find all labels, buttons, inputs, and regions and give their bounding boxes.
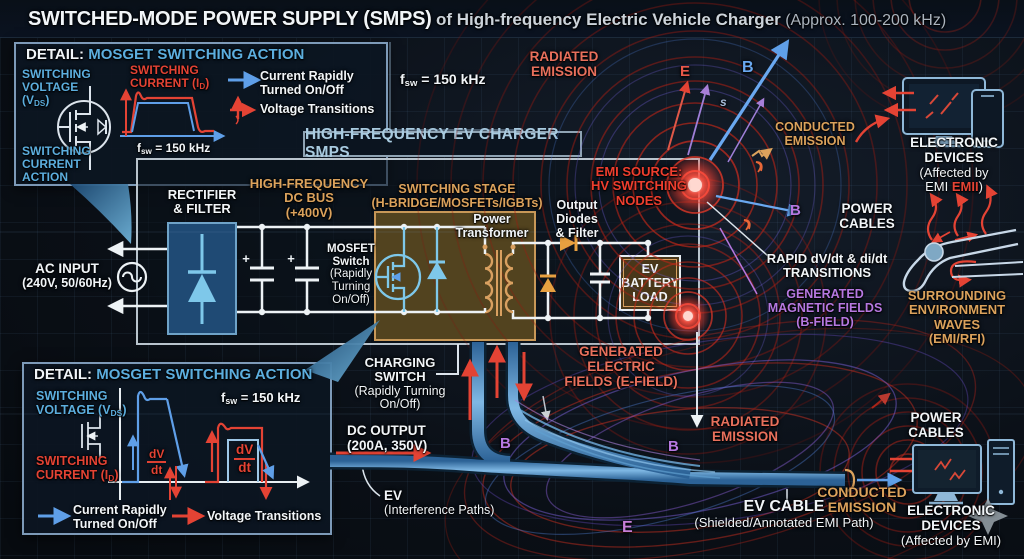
fsw-label-top: fsw = 150 kHz bbox=[137, 141, 211, 156]
page-title-main: SWITCHED-MODE POWER SUPPLY (SMPS) bbox=[28, 8, 432, 30]
switching-current-label-bottom: SWITCHING CURRENT (ID) bbox=[36, 454, 119, 483]
b-field-letter-cable-left: B bbox=[500, 435, 511, 452]
rfi-squiggle-arrows bbox=[926, 184, 998, 288]
switching-current-action-label: SWITCHING CURRENT ACTION bbox=[22, 144, 91, 185]
b-field-letter-cable-right: B bbox=[668, 438, 679, 455]
ev-label: EV (Interference Paths) bbox=[384, 488, 495, 517]
s-letter: s bbox=[720, 95, 727, 109]
ev-battery-line: BATTERY bbox=[621, 276, 679, 290]
ev-gun-icon bbox=[902, 228, 1024, 293]
b-field-letter-top: B bbox=[742, 59, 754, 76]
ev-battery-line: LOAD bbox=[632, 290, 668, 304]
legend-current-bottom: Current Rapidly Turned On/Off bbox=[73, 503, 167, 531]
rectifier-block bbox=[167, 222, 237, 335]
detail-bottom-header: DETAIL: MOSGET SWITCHING ACTION bbox=[34, 366, 313, 383]
legend-voltage-bottom: Voltage Transitions bbox=[207, 509, 322, 523]
monitor-icon-bottom bbox=[912, 444, 982, 505]
switching-current-label-top: SWITCHING CURRENT (ID) bbox=[130, 63, 210, 92]
ac-input-label: AC INPUT (240V, 50/60Hz) bbox=[22, 261, 112, 290]
legend-voltage-top: Voltage Transitions bbox=[260, 102, 375, 116]
page-title-freq: (Approx. 100-200 kHz) bbox=[785, 12, 947, 29]
detail-top-pointer-wedge bbox=[70, 184, 132, 244]
ev-battery-line: EV bbox=[641, 262, 659, 276]
page-title-sub: of High-frequency Electric Vehicle Charg… bbox=[435, 10, 781, 29]
fsw-panel-label: fsw = 150 kHz bbox=[400, 71, 486, 89]
e-field-letter-bottom: E bbox=[622, 519, 633, 536]
ev-battery-block: EV BATTERY LOAD bbox=[619, 255, 681, 311]
fsw-label-bottom: fsw = 150 kHz bbox=[221, 390, 301, 406]
switching-stage-label: SWITCHING STAGE(H-BRIDGE/MOSFETs/IGBTs) bbox=[371, 182, 543, 210]
rectifier-label: RECTIFIER& FILTER bbox=[167, 187, 237, 217]
e-field-letter-top: E bbox=[680, 63, 691, 80]
title-bar bbox=[0, 0, 1024, 38]
b-field-letter-mid: B bbox=[790, 202, 801, 219]
switching-voltage-label-top: SWITCHING VOLTAGE (VDS) bbox=[22, 67, 91, 109]
detail-top-header: DETAIL: MOSGET SWITCHING ACTION bbox=[26, 46, 305, 63]
legend-current-top: Current Rapidly Turned On/Off bbox=[260, 69, 354, 97]
smps-title-box: HIGH-FREQUENCY EV CHARGER SMPS bbox=[303, 126, 582, 161]
smps-title: HIGH-FREQUENCY EV CHARGER SMPS bbox=[305, 126, 559, 161]
pc-tower-icon-bottom bbox=[987, 439, 1015, 505]
electronic-devices-top-label: ELECTRONIC DEVICES (Affected by EMI EMII… bbox=[910, 135, 998, 194]
ev-cable-label: EV CABLE (Shielded/Annotated EMI Path) bbox=[694, 498, 874, 530]
dc-output-label: DC OUTPUT(200A, 350V) bbox=[347, 423, 428, 453]
page-title: SWITCHED-MODE POWER SUPPLY (SMPS) of Hig… bbox=[28, 8, 946, 30]
switching-voltage-label-bottom: SWITCHING VOLTAGE (VDS) bbox=[36, 389, 127, 418]
